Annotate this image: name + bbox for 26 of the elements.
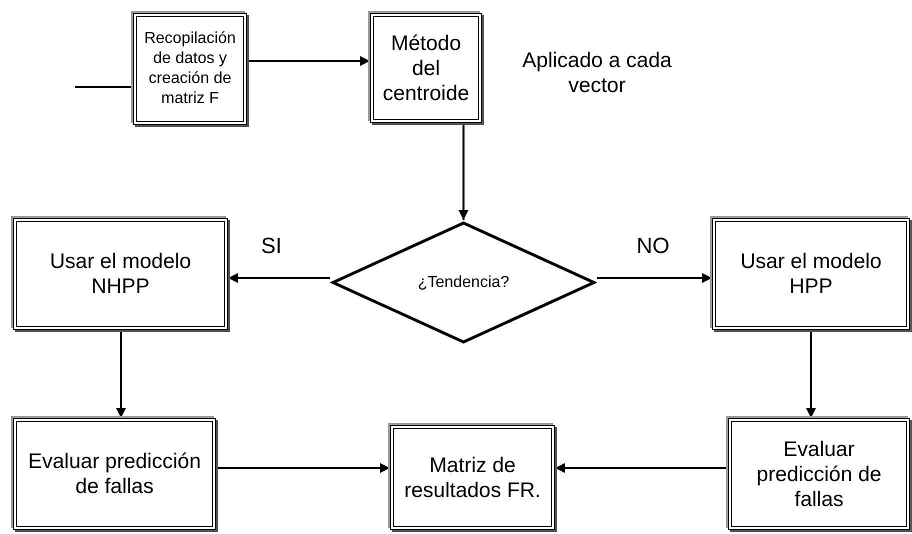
arrow [597, 273, 712, 283]
line [75, 86, 133, 88]
node-text: Usar el modelo HPP [739, 249, 883, 299]
node-text: Método del centroide [382, 30, 470, 106]
arrow [458, 123, 468, 220]
note-text: Aplicado a cada vector [522, 48, 672, 98]
node-text: ¿Tendencia? [416, 272, 510, 292]
arrow [228, 273, 330, 283]
arrow [555, 463, 728, 473]
arrow [216, 463, 390, 473]
node-text: Usar el modelo NHPP [48, 249, 192, 299]
process-box [13, 218, 228, 330]
process-box [712, 218, 910, 330]
node-text: Evaluar predicción de fallas [756, 436, 882, 512]
arrow [806, 330, 816, 418]
node-text: Matriz de resultados FR. [403, 452, 542, 502]
process-box [133, 13, 247, 125]
node-text: Evaluar predicción de fallas [27, 449, 202, 499]
process-box [390, 425, 555, 530]
process-box [13, 418, 216, 530]
arrow [247, 56, 370, 66]
node-text: Recopilación de datos y creación de matriz F [143, 29, 237, 109]
process-box [728, 418, 910, 530]
arrow [116, 330, 126, 418]
decision-diamond [330, 220, 597, 345]
process-box [370, 13, 482, 123]
